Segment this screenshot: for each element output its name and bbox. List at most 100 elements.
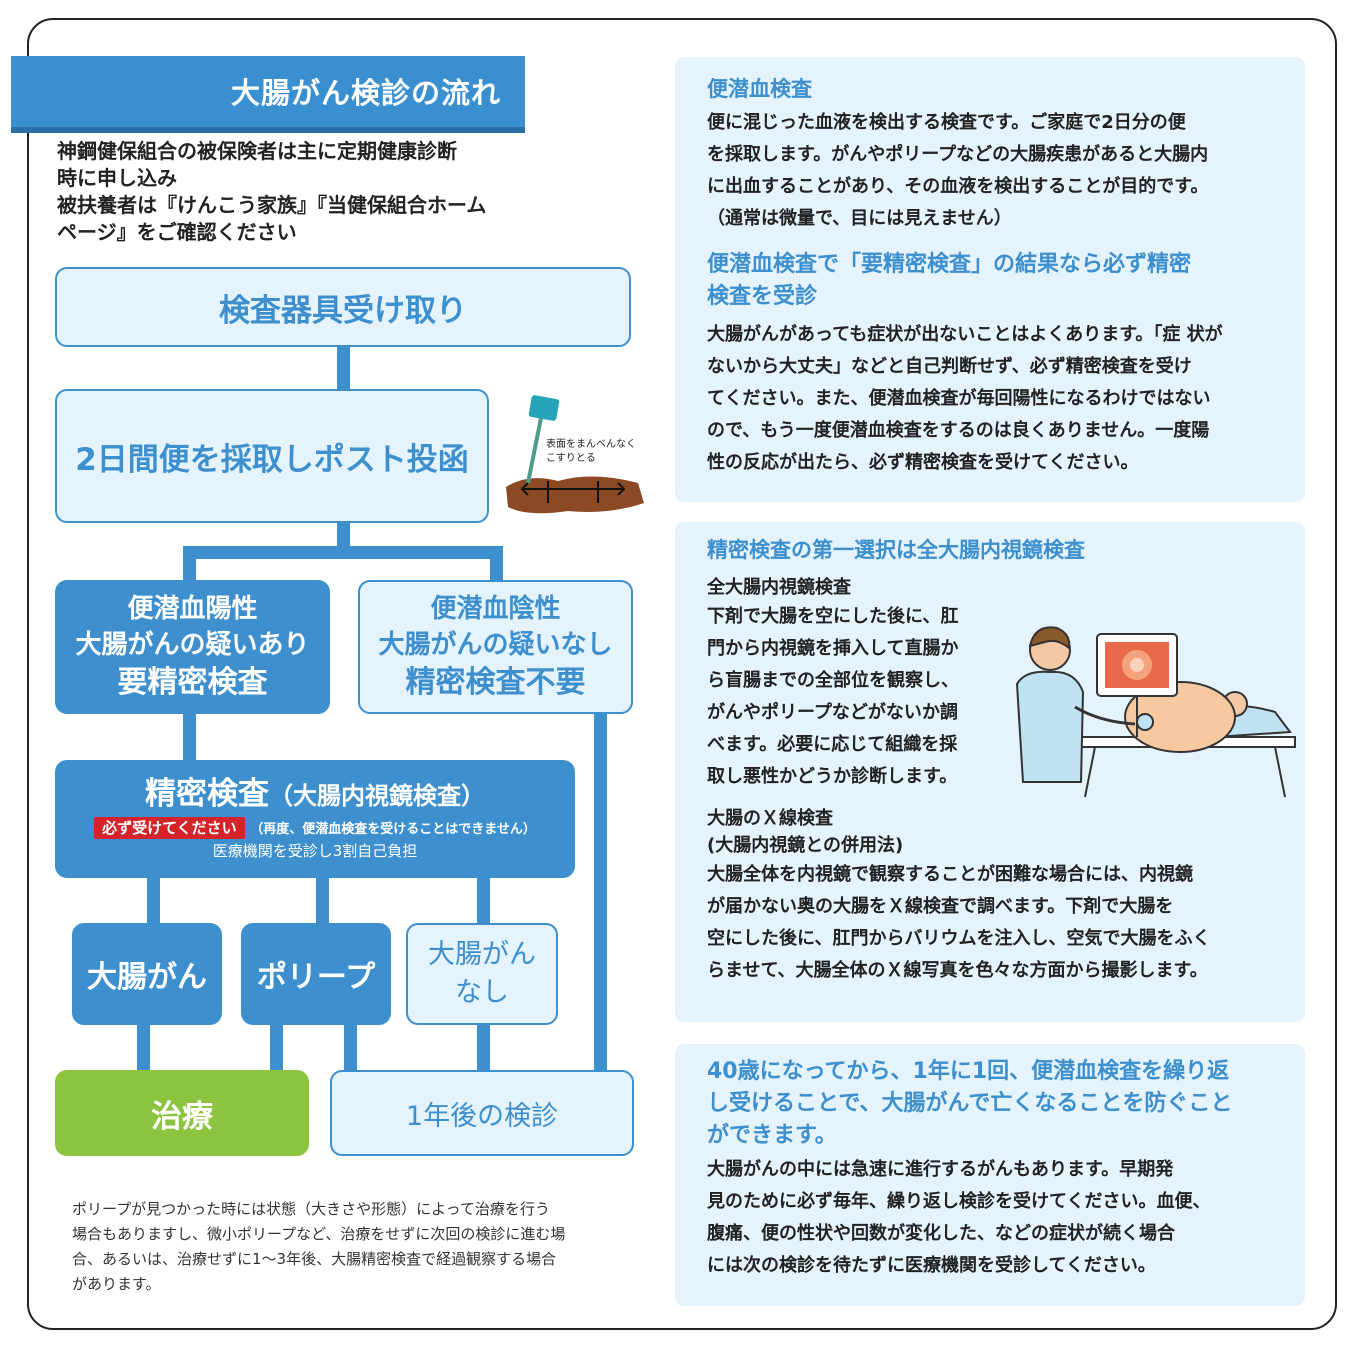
panel3-line: 見のために必ず毎年、繰り返し検診を受けてください。血便、 <box>707 1191 1211 1212</box>
panel1-line: ないから大丈夫」などと自己判断せず、必ず精密検査を受け <box>707 356 1192 377</box>
panel1-heading2-line: 検査を受診 <box>707 284 818 309</box>
step-collect-sample-label: 2日間便を採取しポスト投函 <box>75 441 469 478</box>
panel1-line: に出血することがあり、その血液を検出することが目的です。 <box>707 176 1209 197</box>
positive-line: 大腸がんの疑いあり <box>75 630 310 660</box>
panel1-line: ので、もう一度便潜血検査をするのは良くありません。一度陽 <box>707 420 1210 441</box>
precise-exam-title-main: 精密検査 <box>145 776 269 812</box>
result-none-line: 大腸がん <box>428 939 536 970</box>
footnote-line: 合、あるいは、治療せずに1～3年後、大腸精密検査で経過観察する場合 <box>72 1250 557 1268</box>
panel2-line: べます。必要に応じて組織を採 <box>707 734 958 755</box>
result-cancer-label: 大腸がん <box>87 960 207 995</box>
panel3-line: 腹痛、便の性状や回数が変化した、などの症状が続く場合 <box>707 1223 1175 1244</box>
panel2-line: ら盲腸までの全部位を観察し、 <box>707 670 959 691</box>
panel2-line: 下剤で大腸を空にした後に、肛 <box>707 606 959 627</box>
title-banner: 大腸がん検診の流れ <box>11 56 525 127</box>
panel3-text: 大腸がんの中には急速に進行するがんもあります。早期発 見のために必ず毎年、繰り返… <box>707 1154 1275 1282</box>
panel1-text: 便に混じった血液を検出する検査です。ご家庭で2日分の便 を採取します。がんやポリ… <box>707 107 1275 235</box>
panel2-heading: 精密検査の第一選択は全大腸内視鏡検査 <box>707 538 1085 562</box>
page-title: 大腸がん検診の流れ <box>230 76 501 110</box>
illustration-caption: こすりとる <box>546 452 596 464</box>
panel3-heading-line: し受けることで、大腸がんで亡くなることを防ぐこと <box>707 1091 1233 1116</box>
panel1-heading2: 便潜血検査で「要精密検査」の結果なら必ず精密 検査を受診 <box>707 249 1275 313</box>
panel1-line: てください。また、便潜血検査が毎回陽性になるわけではない <box>707 388 1211 409</box>
intro-line: 神鋼健保組合の被保険者は主に定期健康診断 <box>57 139 457 163</box>
intro-text: 神鋼健保組合の被保険者は主に定期健康診断 時に申し込み 被扶養者は『けんこう家族… <box>57 138 557 246</box>
precise-exam-title: 精密検査（大腸内視鏡検査） <box>145 768 485 813</box>
next-year-label: 1年後の検診 <box>405 1100 559 1132</box>
colonoscopy-illustration <box>1015 626 1296 798</box>
panel1-line: 大腸がんがあっても症状が出ないことはよくあります。「症 状が <box>707 324 1223 345</box>
panel3-heading: 40歳になってから、1年に1回、便潜血検査を繰り返 し受けることで、大腸がんで亡… <box>707 1056 1275 1152</box>
footnote-line: 場合もありますし、微小ポリープなど、治療をせずに次回の検診に進む場 <box>72 1225 566 1243</box>
panel2-text1: 下剤で大腸を空にした後に、肛 門から内視鏡を挿入して直腸か ら盲腸までの全部位を… <box>707 601 1275 793</box>
step-collect-sample: 2日間便を採取しポスト投函 <box>55 389 489 523</box>
panel2-sub2-line: (大腸内視鏡との併用法) <box>707 835 904 856</box>
panel3-line: 大腸がんの中には急速に進行するがんもあります。早期発 <box>707 1159 1174 1180</box>
panel1-line: 性の反応が出たら、必ず精密検査を受けてください。 <box>707 452 1139 473</box>
connector <box>137 1024 150 1072</box>
connector <box>594 713 607 1073</box>
intro-line: ページ』をご確認ください <box>57 220 297 244</box>
intro-line: 被扶養者は『けんこう家族』『当健保組合ホーム <box>57 193 487 217</box>
connector <box>490 546 503 582</box>
step-receive-kit: 検査器具受け取り <box>55 267 631 347</box>
panel3-line: には次の検診を待たずに医療機関を受診してください。 <box>707 1255 1156 1276</box>
panel1-line: （通常は微量で、目には見えません） <box>707 208 1012 229</box>
panel2-text2: 大腸全体を内視鏡で観察することが困難な場合には、内視鏡 が届かない奥の大腸をＸ線… <box>707 859 1275 987</box>
connector <box>344 1024 357 1072</box>
panel2-line: が届かない奥の大腸をＸ線検査で調べます。下剤で大腸を <box>707 896 1174 917</box>
result-negative: 便潜血陰性 大腸がんの疑いなし 精密検査不要 <box>358 580 633 714</box>
treatment: 治療 <box>55 1070 309 1156</box>
panel-age-40-advice: 40歳になってから、1年に1回、便潜血検査を繰り返 し受けることで、大腸がんで亡… <box>675 1044 1305 1306</box>
result-polyp: ポリープ <box>241 923 391 1025</box>
connector <box>270 1024 283 1072</box>
panel-colonoscopy: 精密検査の第一選択は全大腸内視鏡検査 全大腸内視鏡検査 下剤で大腸を空にした後に… <box>675 522 1305 1022</box>
outer-frame <box>27 18 1337 1330</box>
connector <box>477 876 490 924</box>
panel2-line: 大腸全体を内視鏡で観察することが困難な場合には、内視鏡 <box>707 864 1193 885</box>
must-note: （再度、便潜血検査を受けることはできません） <box>250 822 536 837</box>
result-none: 大腸がん なし <box>406 923 558 1025</box>
panel2-sub1: 全大腸内視鏡検査 <box>707 577 851 598</box>
negative-line: 便潜血陰性 <box>430 594 561 624</box>
result-positive: 便潜血陽性 大腸がんの疑いあり 要精密検査 <box>55 580 330 714</box>
next-year-checkup: 1年後の検診 <box>330 1070 634 1156</box>
treatment-label: 治療 <box>151 1098 213 1135</box>
positive-line: 便潜血陽性 <box>127 594 258 624</box>
connector <box>337 345 350 389</box>
panel2-line: 門から内視鏡を挿入して直腸か <box>707 638 959 659</box>
panel2-line: 空にした後に、肛門からバリウムを注入し、空気で大腸をふく <box>707 928 1211 949</box>
connector <box>337 522 350 550</box>
connector <box>183 546 503 559</box>
precise-exam: 精密検査（大腸内視鏡検査） 必ず受けてください （再度、便潜血検査を受けることは… <box>55 760 575 878</box>
sampling-stick-illustration: 表面をまんべんなく こすりとる <box>506 395 644 514</box>
footnote-line: があります。 <box>72 1275 161 1293</box>
panel2-line: 取し悪性かどうか診断します。 <box>707 766 958 787</box>
panel1-text2: 大腸がんがあっても症状が出ないことはよくあります。「症 状が ないから大丈夫」な… <box>707 319 1275 479</box>
result-polyp-label: ポリープ <box>256 960 376 995</box>
cost-note: 医療機関を受診し3割自己負担 <box>212 842 418 860</box>
panel-fecal-occult-blood: 便潜血検査 便に混じった血液を検出する検査です。ご家庭で2日分の便 を採取します… <box>675 57 1305 502</box>
footnote-line: ポリープが見つかった時には状態（大きさや形態）によって治療を行う <box>72 1200 550 1218</box>
panel1-heading2-line: 便潜血検査で「要精密検査」の結果なら必ず精密 <box>707 252 1192 277</box>
connector <box>147 876 160 924</box>
positive-line: 要精密検査 <box>117 665 268 700</box>
result-none-line: なし <box>455 977 509 1008</box>
connector <box>183 713 196 763</box>
panel1-line: を採取します。がんやポリープなどの大腸疾患があると大腸内 <box>707 144 1209 165</box>
connector <box>183 546 196 582</box>
panel2-sub2: 大腸のＸ線検査 (大腸内視鏡との併用法) <box>707 805 1275 859</box>
step-receive-kit-label: 検査器具受け取り <box>219 292 467 329</box>
panel3-heading-line: ができます。 <box>707 1123 837 1148</box>
illustration-caption: 表面をまんべんなく <box>546 437 636 450</box>
panel2-line: らませて、大腸全体のＸ線写真を色々な方面から撮影します。 <box>707 960 1208 981</box>
panel2-sub2-line: 大腸のＸ線検査 <box>707 808 833 829</box>
panel2-line: がんやポリープなどがないか調 <box>707 702 958 723</box>
negative-line: 精密検査不要 <box>405 665 586 700</box>
panel1-line: 便に混じった血液を検出する検査です。ご家庭で2日分の便 <box>707 112 1186 133</box>
negative-line: 大腸がんの疑いなし <box>378 630 613 660</box>
result-cancer: 大腸がん <box>72 923 222 1025</box>
precise-exam-title-sub: （大腸内視鏡検査） <box>269 782 485 810</box>
connector <box>477 1024 490 1072</box>
must-tag: 必ず受けてください <box>94 817 245 839</box>
